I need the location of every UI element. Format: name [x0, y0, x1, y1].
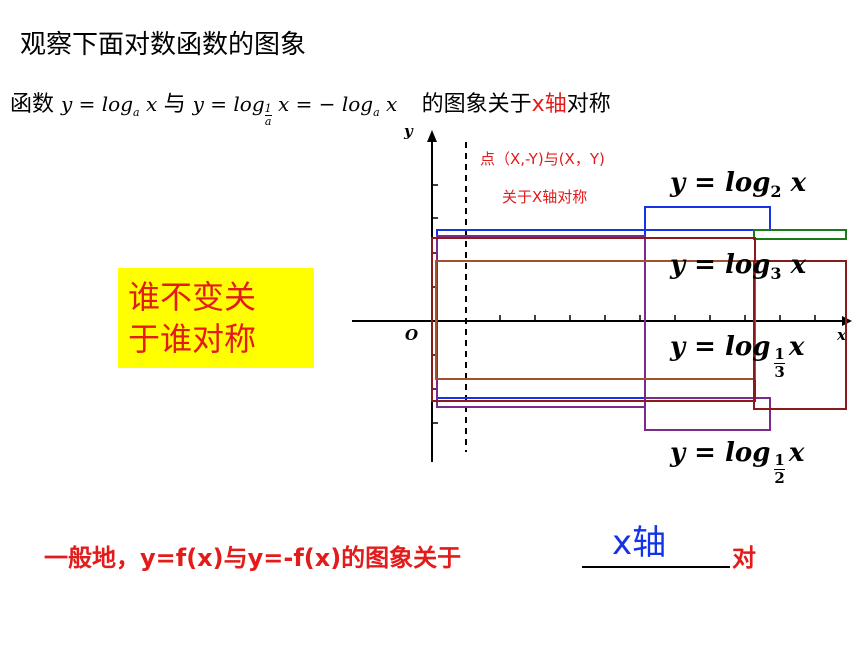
label-log2: y = log2 x	[670, 168, 807, 202]
y-axis-label: y	[403, 122, 414, 140]
formula-log-a: y = loga x	[61, 92, 158, 119]
conclusion-end: 对	[732, 544, 756, 572]
frame-green	[753, 229, 847, 240]
label-log3: y = log3 x	[670, 250, 807, 284]
x-ticks	[499, 315, 816, 321]
page-title: 观察下面对数函数的图象	[20, 30, 307, 60]
frame-blue-main	[436, 229, 646, 399]
origin-label: O	[405, 326, 418, 344]
point-note-line-2: 关于X轴对称	[502, 188, 588, 206]
statement-suffix-end: 对称	[566, 92, 611, 117]
hint-box: 谁不变关 于谁对称	[118, 268, 314, 368]
x-axis-label: x	[836, 326, 847, 344]
frame-maroon-lower	[753, 260, 847, 410]
y-axis-arrow	[427, 130, 437, 142]
conclusion-text: 一般地，y=f(x)与y=-f(x)的图象关于	[44, 544, 462, 572]
answer-blank	[582, 566, 730, 568]
statement-joiner: 与	[163, 92, 186, 117]
statement-prefix: 函数	[10, 92, 55, 117]
statement-suffix: 的图象关于	[421, 92, 532, 117]
point-note-line-1: 点（X,-Y)与(X，Y)	[480, 150, 605, 168]
statement-highlight: x轴	[531, 92, 567, 117]
frame-blue-upper	[644, 206, 771, 231]
answer-text: x轴	[612, 523, 667, 563]
hint-line-2: 于谁对称	[128, 320, 257, 358]
frame-purple-lower	[644, 397, 771, 431]
hint-line-1: 谁不变关	[128, 278, 257, 316]
